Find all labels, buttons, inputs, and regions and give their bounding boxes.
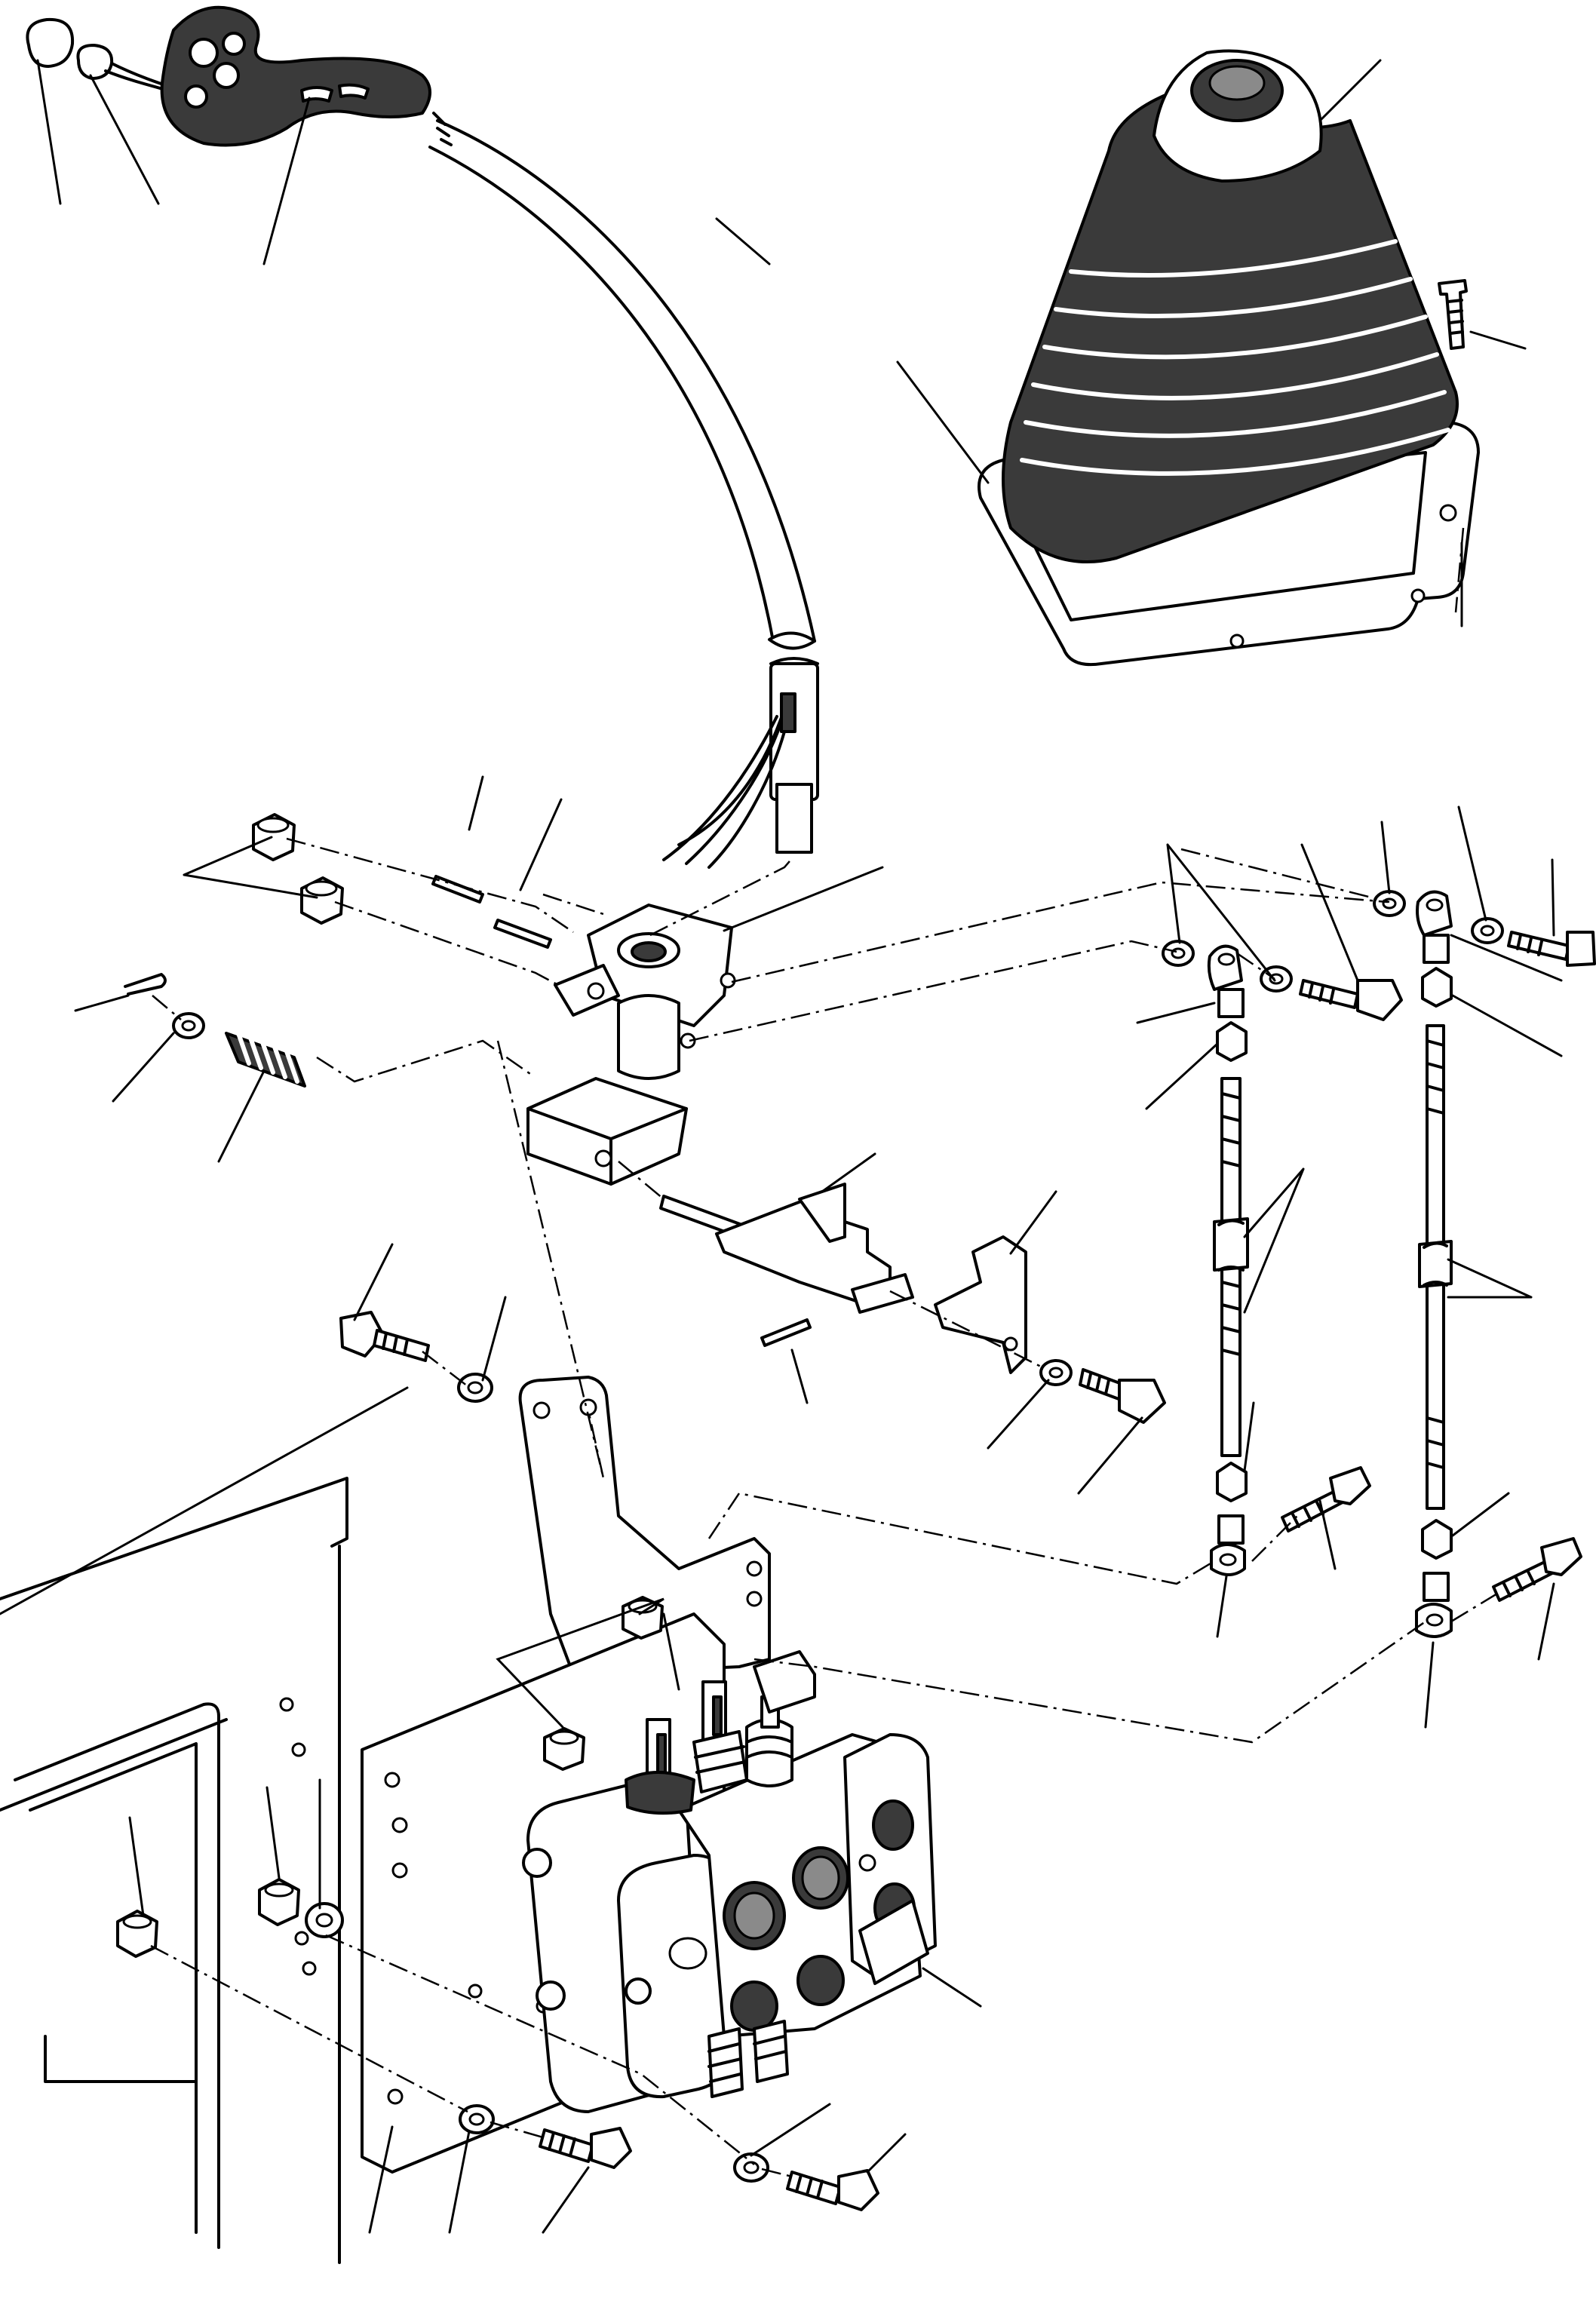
bolt-g — [539, 2127, 632, 2169]
control-valve — [522, 1596, 937, 2113]
rod-end-1-top — [1207, 944, 1243, 991]
frame-fasteners — [116, 1878, 879, 2211]
rod-linkage-2 — [1373, 890, 1596, 1638]
bolt-e — [1492, 1537, 1582, 1602]
rubber-boot-body — [1002, 89, 1459, 563]
valve-spool-1 — [625, 1718, 695, 1815]
rod-linkage-1 — [1162, 940, 1403, 1576]
bolt-c — [1281, 1466, 1371, 1533]
pin-b — [493, 919, 552, 949]
switch-button-part — [76, 44, 114, 80]
pin-a — [431, 875, 484, 904]
selector-plate — [934, 1235, 1027, 1374]
bolt-b — [1299, 979, 1403, 1021]
bracket-upper — [518, 1376, 771, 1676]
rubber-boot-group — [978, 49, 1480, 666]
rod-end-2-top — [1416, 890, 1453, 937]
bolt-a — [1079, 1368, 1166, 1424]
knob-cap-part — [26, 17, 75, 68]
lever-shaft-inner — [428, 146, 775, 643]
bolt-d — [1507, 931, 1596, 967]
chassis-frame — [0, 1477, 348, 2264]
valve-spool-2 — [692, 1680, 748, 1793]
compression-spring — [225, 1031, 306, 1088]
pivot-block-group — [124, 813, 736, 1186]
linkage-arm-group — [659, 1183, 1166, 1424]
callout-leaders — [0, 59, 1563, 2234]
lever-grip-part — [160, 5, 431, 147]
boot-screw — [1438, 279, 1468, 350]
lever-shaft-group — [428, 112, 819, 869]
cotter-pin — [124, 973, 167, 996]
bolt-f — [339, 1311, 430, 1362]
lever-shaft-outer — [436, 119, 816, 643]
bolt-h — [786, 2169, 879, 2211]
lever-knob-group — [26, 5, 431, 147]
small-pin — [760, 1318, 812, 1347]
